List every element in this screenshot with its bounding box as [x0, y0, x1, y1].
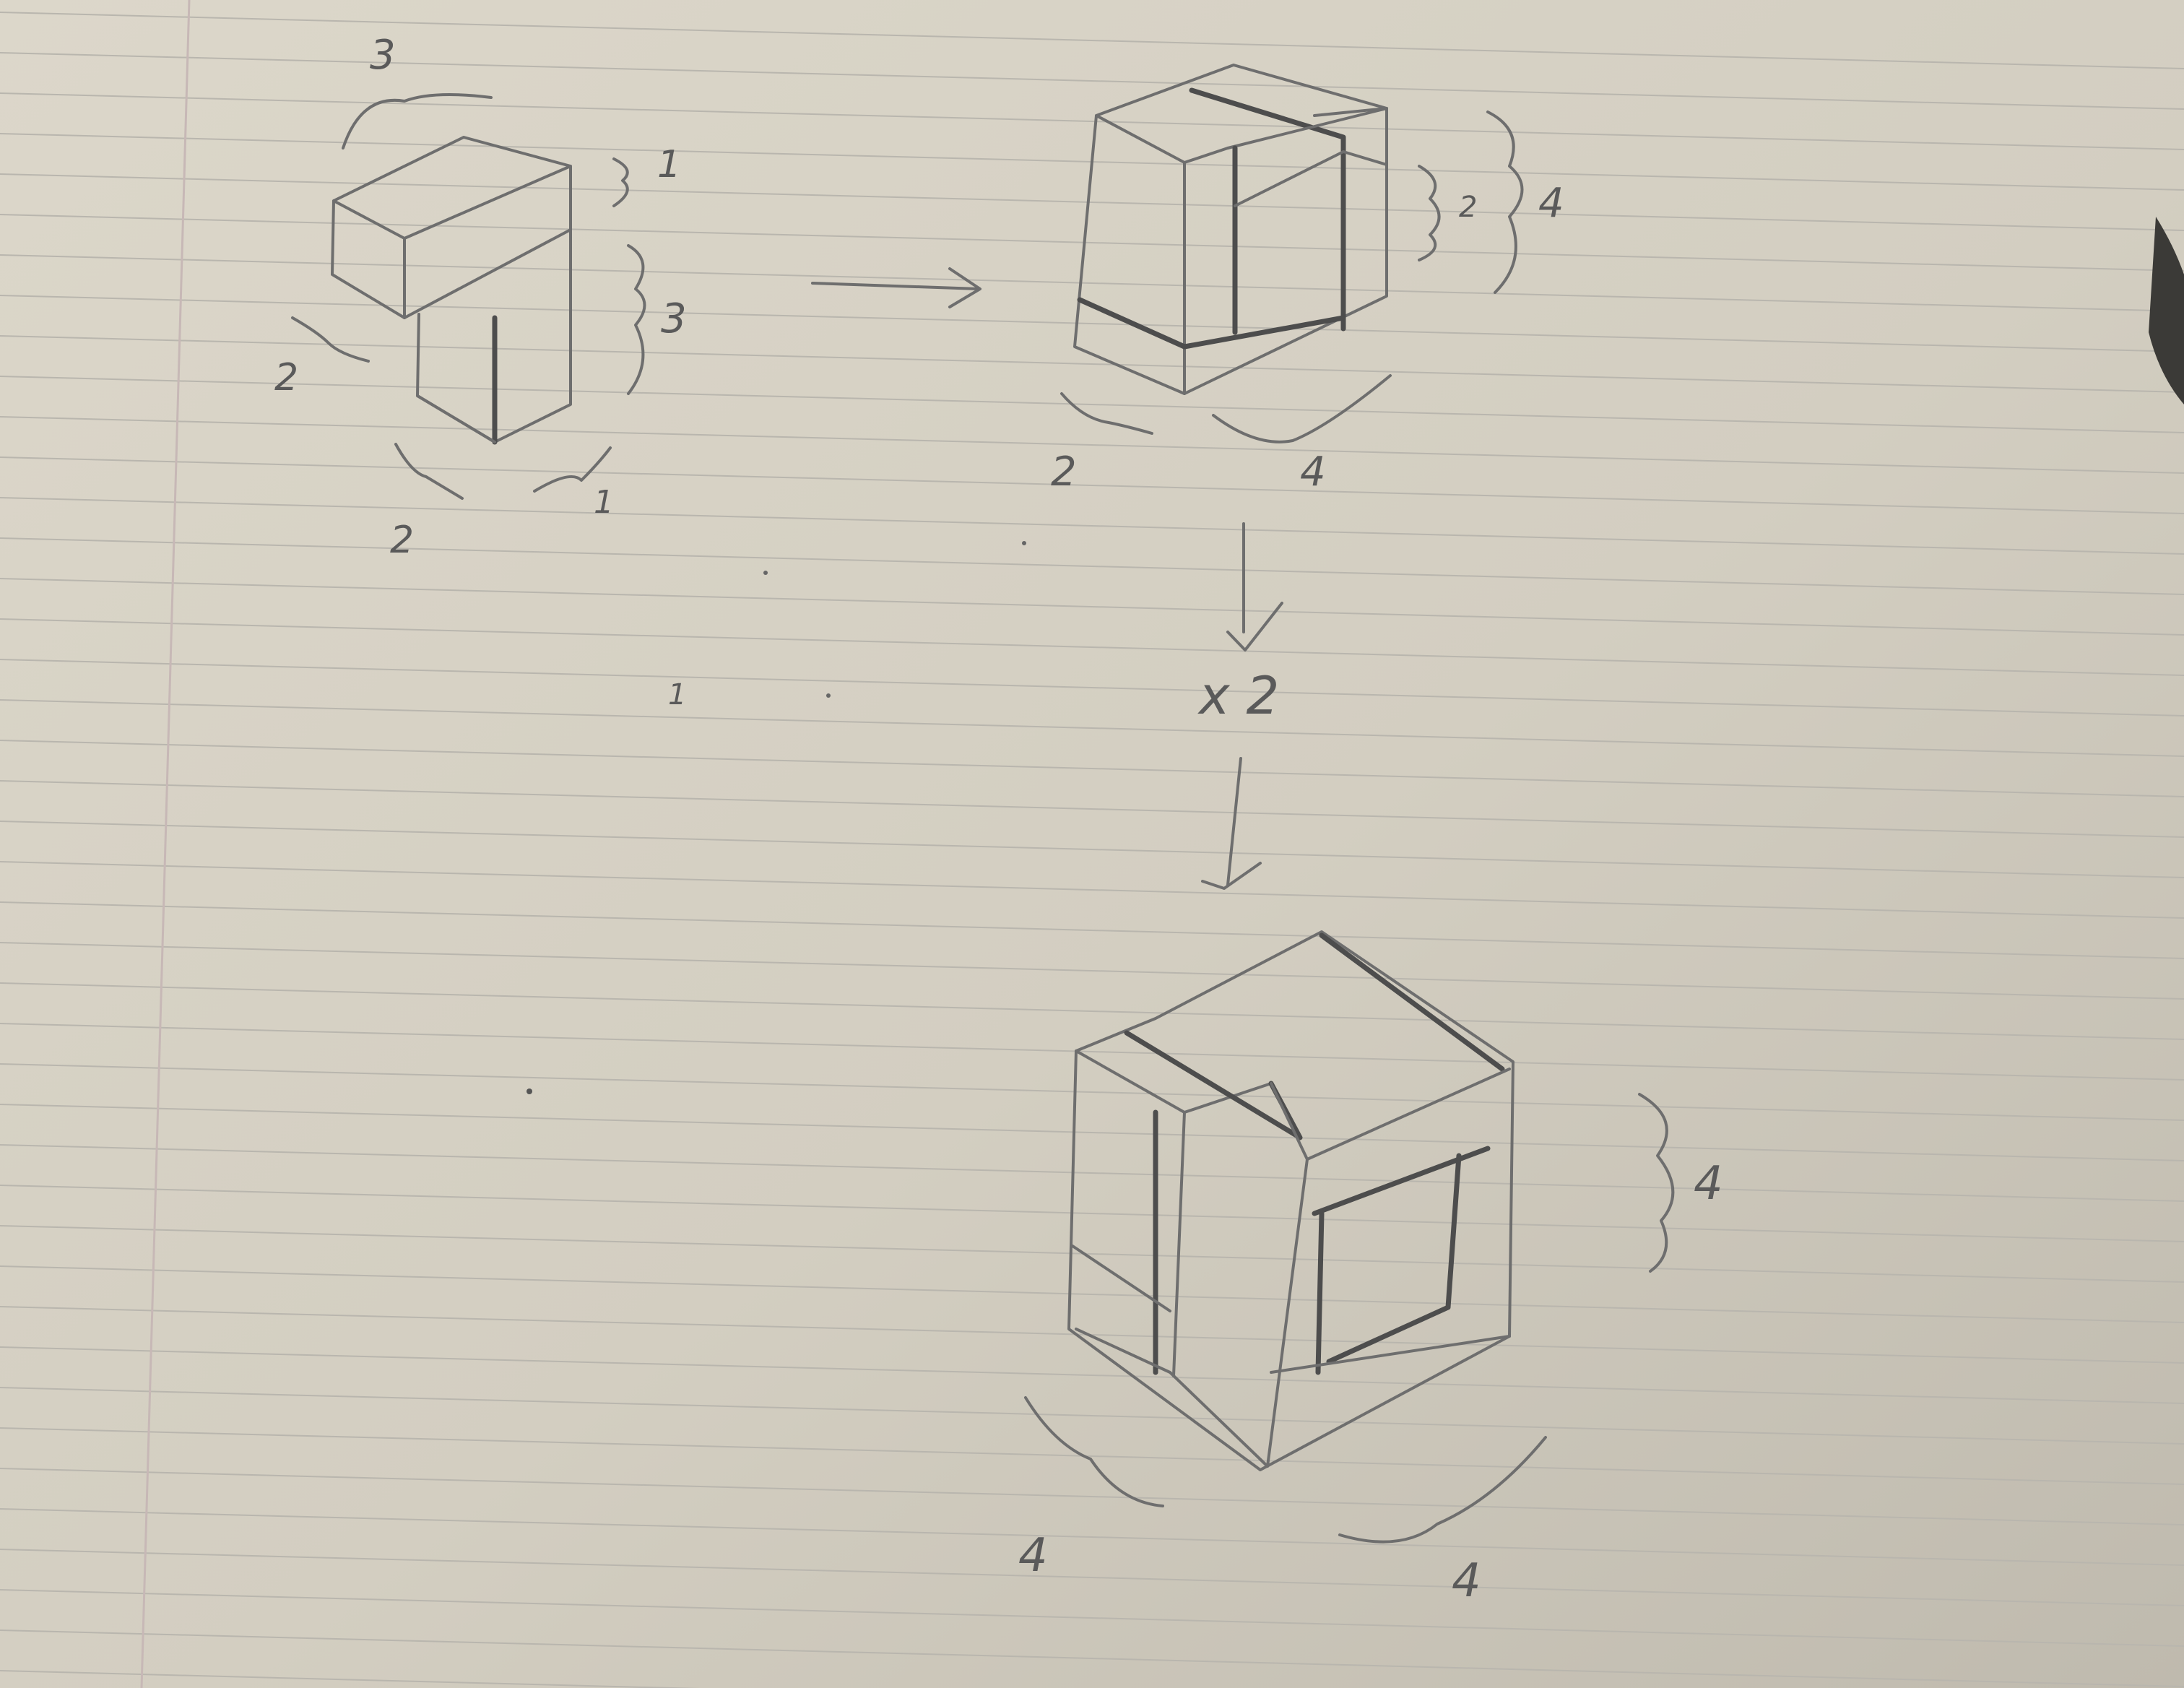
ruled-line	[0, 52, 2184, 110]
label-stem-height: 3	[661, 295, 687, 342]
ruled-line	[0, 1670, 701, 1688]
brace-height	[1486, 111, 1524, 294]
t-block-sketch	[331, 136, 572, 445]
ruled-line	[0, 1023, 2184, 1081]
brace-top-depth	[291, 316, 370, 363]
brace-inner-height	[1418, 165, 1441, 261]
ruled-line	[0, 1265, 2184, 1323]
label-depth: 2	[1051, 449, 1077, 495]
ruled-line	[0, 12, 2184, 69]
ruled-line	[0, 618, 2184, 676]
stray-dot	[763, 571, 768, 575]
label-stem-depth: 2	[390, 519, 414, 562]
ruled-line	[0, 901, 2184, 959]
assembled-block-sketch	[1073, 64, 1388, 395]
label-inner-height: 2	[1459, 191, 1477, 224]
ruled-line	[0, 1589, 2184, 1647]
ruled-line	[0, 335, 2184, 393]
ruled-line	[0, 1629, 2184, 1687]
label-stem-width: 1	[594, 484, 614, 521]
stray-mark: 1	[668, 678, 686, 711]
stray-dot	[1022, 541, 1026, 545]
brace-cube-depth	[1024, 1396, 1164, 1507]
label-top-height: 1	[657, 143, 681, 186]
ruled-line	[0, 497, 2184, 555]
brace-stem-width	[533, 446, 612, 493]
cube-dimensions: 4 4 4	[1018, 1093, 1723, 1608]
ruled-line	[0, 92, 2184, 150]
ruled-lines	[0, 12, 2184, 1688]
brace-top-width	[342, 93, 493, 150]
brace-cube-height	[1638, 1093, 1675, 1273]
ruled-line	[0, 1346, 2184, 1404]
cube-sketch	[1067, 930, 1514, 1471]
margin-line	[140, 0, 191, 1688]
brace-width	[1212, 374, 1392, 443]
ruled-line	[0, 699, 2184, 757]
brace-stem-height	[627, 244, 646, 395]
ruled-line	[0, 295, 2184, 352]
ruled-line	[0, 376, 2184, 433]
label-top-depth: 2	[274, 356, 298, 399]
ruled-line	[0, 1185, 2184, 1242]
brace-top-height	[612, 157, 629, 207]
brace-depth	[1060, 392, 1153, 435]
ruled-line	[0, 942, 2184, 1000]
ruled-line	[0, 416, 2184, 474]
brace-cube-width	[1338, 1436, 1547, 1544]
page-edge-shadow	[2149, 217, 2184, 404]
label-height: 4	[1538, 180, 1564, 227]
ruled-line	[0, 537, 2184, 595]
assembled-block-dimensions: 2 4 2 4	[1051, 111, 1564, 495]
ruled-line	[0, 456, 2184, 514]
down-arrow-upper	[1226, 522, 1283, 652]
ruled-line	[0, 861, 2184, 919]
ruled-line	[0, 821, 2184, 878]
ruled-line	[0, 1387, 2184, 1445]
ruled-line	[0, 214, 2184, 272]
ruled-line	[0, 1063, 2184, 1121]
ruled-line	[0, 780, 2184, 838]
t-block-dimensions: 3 1 3 2 2 1	[274, 32, 687, 562]
stray-dot	[826, 693, 831, 698]
ruled-line	[0, 254, 2184, 312]
ruled-line	[0, 1144, 2184, 1202]
ruled-line	[0, 1104, 2184, 1161]
down-arrow-lower	[1201, 757, 1262, 890]
label-cube-height: 4	[1694, 1157, 1723, 1211]
ruled-line	[0, 578, 2184, 636]
label-cube-depth: 4	[1018, 1529, 1048, 1583]
ruled-line	[0, 1549, 2184, 1606]
label-width: 4	[1300, 449, 1326, 495]
right-arrow	[811, 267, 982, 308]
brace-stem-depth	[394, 443, 464, 500]
ruled-line	[0, 1508, 2184, 1566]
label-top-width: 3	[370, 32, 396, 79]
ruled-line	[0, 1468, 2184, 1525]
label-multiplier: x 2	[1197, 665, 1279, 726]
ruled-line	[0, 982, 2184, 1040]
stray-dot	[526, 1088, 532, 1094]
label-cube-width: 4	[1452, 1554, 1481, 1608]
ruled-line	[0, 740, 2184, 797]
ruled-line	[0, 1427, 2184, 1485]
ruled-line	[0, 659, 2184, 717]
ruled-line	[0, 1225, 2184, 1283]
ruled-line	[0, 173, 2184, 231]
